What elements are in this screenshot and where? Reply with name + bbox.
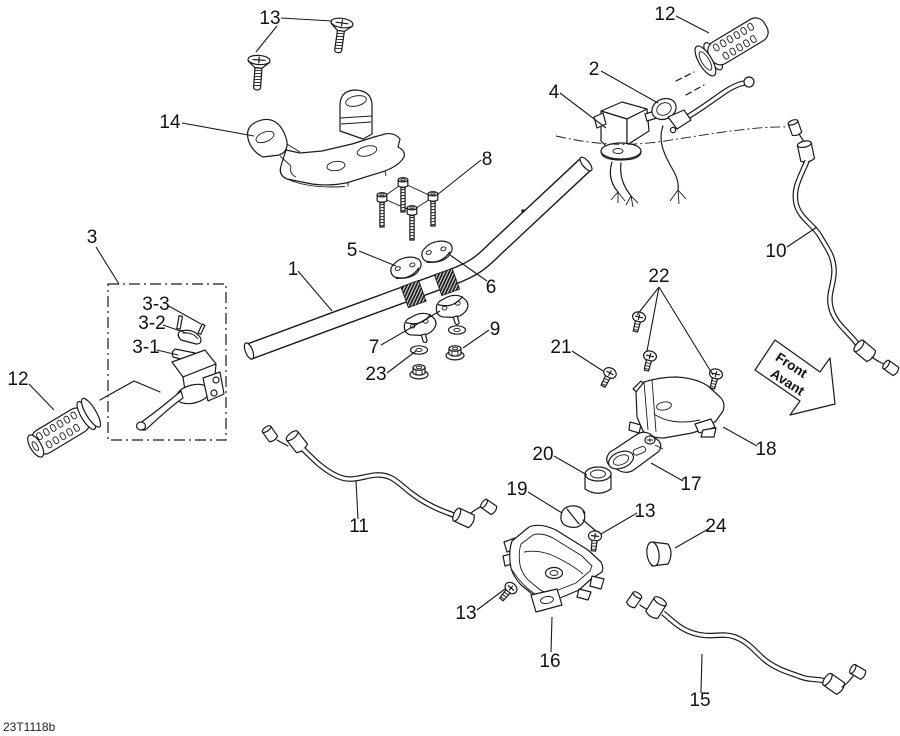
part-label-10-cable: 10 bbox=[765, 241, 786, 262]
part-label-9-nut: 9 bbox=[490, 319, 501, 340]
switch-housing-4 bbox=[593, 101, 661, 208]
screw-22b bbox=[639, 348, 659, 373]
grip-left bbox=[27, 397, 102, 458]
part-label-12-grip-left: 12 bbox=[7, 369, 28, 390]
grip-alignment-dashes bbox=[675, 71, 705, 96]
brake-lever-blade bbox=[138, 390, 184, 431]
bracket-17 bbox=[606, 431, 664, 473]
front-direction-arrow: Front Avant bbox=[754, 339, 836, 416]
pin-3-3a bbox=[176, 315, 184, 330]
handlebar-tube bbox=[243, 156, 593, 360]
part-label-7-clamp: 7 bbox=[369, 337, 380, 358]
leader-lines bbox=[28, 15, 818, 694]
lever-ball bbox=[743, 76, 755, 88]
part-label-3-1: 3-1 bbox=[132, 337, 159, 358]
alignment-zigzag bbox=[99, 380, 161, 401]
pin-3-3b bbox=[197, 323, 206, 335]
part-label-21-screw: 21 bbox=[550, 337, 571, 358]
screw-13-mid bbox=[586, 529, 603, 553]
part-label-3-3: 3-3 bbox=[142, 294, 169, 315]
part-label-12-grip-right: 12 bbox=[654, 4, 675, 25]
part-label-24-cap: 24 bbox=[705, 516, 727, 537]
part-label-16-pod: 16 bbox=[539, 651, 560, 672]
nut-23b bbox=[409, 364, 429, 380]
clamp-6 bbox=[418, 236, 456, 267]
grip-right bbox=[694, 17, 769, 77]
detail-box-3 bbox=[107, 283, 227, 441]
part-label-6-clamp: 6 bbox=[486, 277, 497, 298]
mounting-centerline bbox=[555, 126, 790, 145]
part-label-22-screws: 22 bbox=[648, 266, 669, 287]
throttle-cable-10 bbox=[786, 117, 900, 377]
part-label-8-bolts: 8 bbox=[482, 149, 493, 170]
part-label-4-switch: 4 bbox=[549, 82, 560, 103]
clamp-7a bbox=[401, 309, 442, 348]
part-label-13-mid: 13 bbox=[634, 501, 655, 522]
part-label-14-bracket: 14 bbox=[159, 112, 181, 133]
part-label-23-washer: 23 bbox=[365, 364, 386, 385]
nut-9b bbox=[445, 345, 465, 361]
spring-clip-19 bbox=[560, 505, 597, 532]
bushing-20 bbox=[584, 466, 612, 494]
brake-lever-assembly bbox=[99, 283, 227, 441]
diagram-code: 23T1118b bbox=[3, 720, 56, 734]
bracket-14 bbox=[246, 89, 405, 188]
part-label-1-handlebar: 1 bbox=[288, 259, 299, 280]
bolts-8 bbox=[376, 177, 439, 241]
part-label-3-2: 3-2 bbox=[138, 313, 165, 334]
part-label-5-clamp: 5 bbox=[347, 240, 358, 261]
part-label-11-cable: 11 bbox=[349, 516, 369, 537]
brake-cable-11 bbox=[260, 423, 499, 530]
cover-18 bbox=[628, 376, 725, 439]
part-label-19-spring: 19 bbox=[506, 479, 527, 500]
part-label-13-bottom: 13 bbox=[455, 603, 476, 624]
handlebar-hole bbox=[521, 209, 525, 213]
part-label-17-bracket: 17 bbox=[680, 474, 701, 495]
throttle-lever-2 bbox=[651, 76, 755, 205]
washer-9a bbox=[447, 325, 467, 335]
part-label-13-screws-top: 13 bbox=[259, 8, 280, 29]
screw-13-bottom bbox=[495, 579, 520, 605]
part-label-3-brake-assembly: 3 bbox=[87, 227, 98, 248]
pod-housing-16 bbox=[502, 524, 605, 613]
clamp-5 bbox=[387, 252, 425, 283]
cable-15 bbox=[625, 589, 868, 697]
part-labels: 13 12 2 4 14 8 3 5 1 6 10 3-3 3-2 3-1 7 … bbox=[7, 4, 786, 711]
lever-ball-end bbox=[135, 421, 147, 431]
part-label-20-bushing: 20 bbox=[532, 444, 553, 465]
clamp-7b bbox=[433, 291, 474, 330]
cap-24 bbox=[646, 541, 672, 567]
part-label-15-cable: 15 bbox=[689, 690, 710, 711]
part-label-2-throttle: 2 bbox=[589, 59, 600, 80]
part-label-18-cover: 18 bbox=[755, 439, 776, 460]
boot-3-2 bbox=[177, 329, 202, 345]
